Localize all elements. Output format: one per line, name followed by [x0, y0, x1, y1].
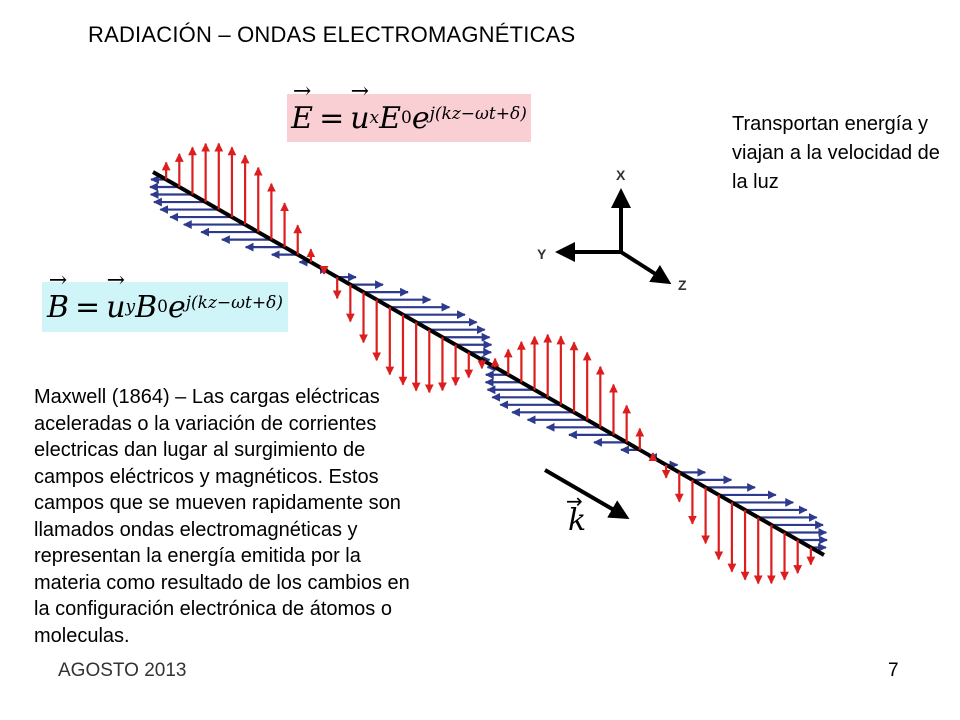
slide-title: RADIACIÓN – ONDAS ELECTROMAGNÉTICAS: [88, 22, 576, 47]
amplitude-subscript: 0: [401, 108, 412, 128]
z-axis-label: Z: [678, 277, 687, 293]
amplitude-subscript: 0: [157, 297, 168, 317]
exponent: j(kz−ωt+δ): [185, 293, 283, 313]
exponential-base: e: [168, 289, 186, 325]
transport-note: Transportan energía y viajan a la veloci…: [732, 113, 940, 193]
z-axis-line: [619, 250, 672, 285]
page-number: 7: [888, 660, 899, 681]
magnetic-field-symbol: B: [47, 290, 69, 325]
exponent: j(kz−ωt+δ): [429, 104, 527, 124]
unit-vector-symbol: u: [106, 290, 125, 325]
wave-vector-arrow-icon: →: [566, 489, 583, 513]
maxwell-description: Maxwell (1864) – Las cargas eléctricas a…: [34, 386, 410, 647]
wave-vector-label: k: [568, 503, 586, 538]
exponential-base: e: [411, 100, 430, 136]
electric-field-equation: E = ux E0 ej(kz−ωt+δ): [287, 94, 531, 142]
propagation-vector: k →: [543, 468, 630, 538]
coordinate-axes: X Y Z: [537, 167, 687, 293]
electric-field-symbol: E: [291, 101, 313, 136]
x-axis-label: X: [616, 167, 626, 183]
amplitude-symbol: B: [135, 289, 158, 325]
amplitude-symbol: E: [379, 100, 402, 136]
magnetic-field-vectors: [149, 175, 828, 552]
footer-date: AGOSTO 2013: [58, 660, 187, 681]
equals-sign: =: [319, 100, 345, 136]
unit-vector-subscript: x: [369, 108, 380, 128]
unit-vector-symbol: u: [350, 101, 369, 136]
propagation-arrow: [543, 468, 630, 520]
unit-vector-subscript: y: [125, 297, 136, 317]
y-axis-label: Y: [537, 246, 547, 262]
electric-field-vectors: [161, 142, 816, 585]
propagation-axis: [152, 170, 825, 557]
magnetic-field-equation: B = uy B0 ej(kz−ωt+δ): [42, 282, 288, 332]
equals-sign: =: [75, 289, 101, 325]
